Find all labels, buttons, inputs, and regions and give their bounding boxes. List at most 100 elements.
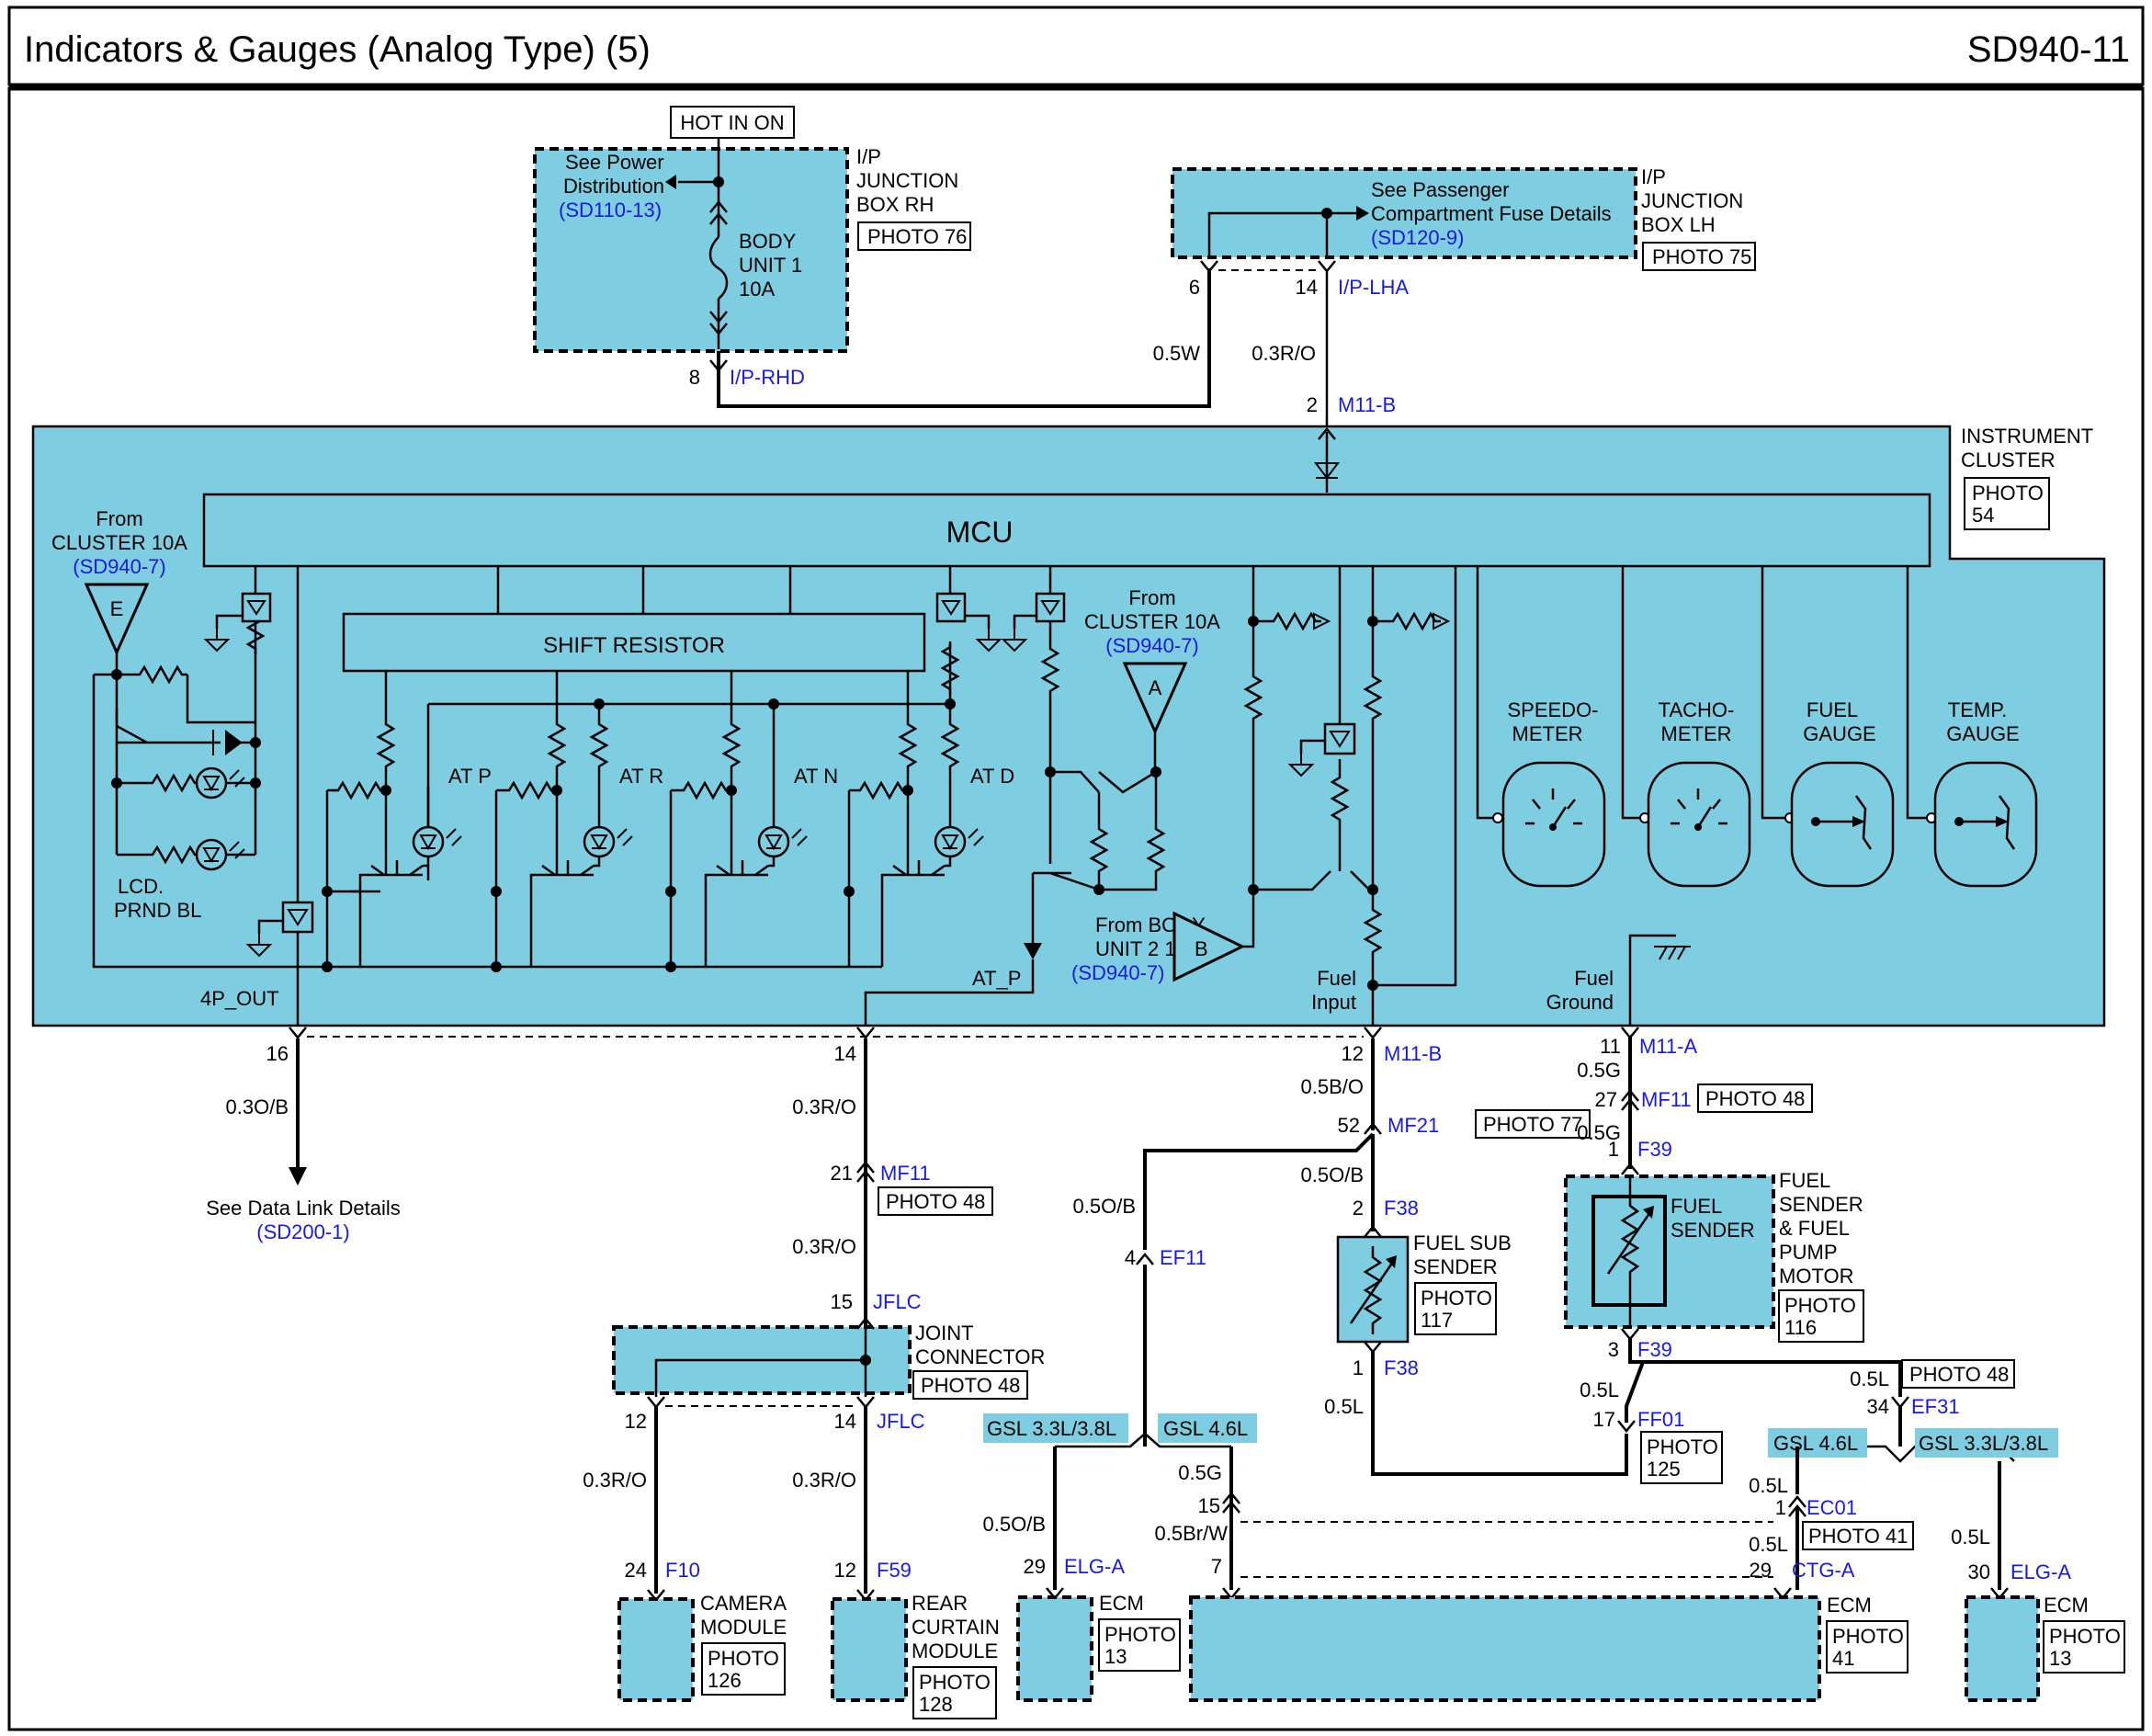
camera-module-box [617, 1597, 695, 1702]
fsp-5: MOTOR [1779, 1265, 1853, 1288]
conn-elg-a: ELG-A [1064, 1555, 1125, 1578]
joint-connector: JOINT CONNECTOR PHOTO 48 [612, 1317, 1045, 1400]
temp-gauge-label-1: TEMP. [1948, 698, 2007, 721]
rear-curtain-photo-1: PHOTO [919, 1671, 991, 1694]
camera-photo-2: 126 [708, 1669, 742, 1692]
conn-ctg-a: CTG-A [1792, 1559, 1855, 1582]
ip-junction-box-lh: See Passenger Compartment Fuse Details (… [1171, 165, 1756, 271]
cluster-name-2: CLUSTER [1961, 448, 2056, 471]
conn-jflc: JFLC [873, 1290, 922, 1313]
shift-resistor-label: SHIFT RESISTOR [543, 633, 725, 658]
wire-label-05l-c: 0.5L [1850, 1367, 1889, 1390]
conn-f59: F59 [877, 1559, 912, 1582]
fuel-sub-sender-2: SENDER [1413, 1255, 1498, 1278]
at-d-circuit: AT D [847, 566, 1014, 967]
hot-in-on-tag [670, 106, 795, 139]
conn-jflc-2: JFLC [877, 1410, 925, 1433]
wire-label-05w: 0.5W [1153, 342, 1201, 365]
fuel-input-2: Input [1311, 991, 1356, 1014]
speedometer-label-2: METER [1512, 722, 1583, 745]
at-r-circuit: AT R [494, 671, 774, 967]
ecm-a-photo-1: PHOTO [1104, 1623, 1176, 1646]
conn-ip-lha: I/P-LHA [1338, 276, 1409, 299]
speedometer-label-1: SPEEDO- [1507, 698, 1598, 721]
rear-curtain-photo-2: 128 [919, 1693, 953, 1716]
fsp-2: SENDER [1779, 1193, 1863, 1216]
fuel-sub-sender-photo-1: PHOTO [1421, 1287, 1492, 1310]
pin-14-bottom: 14 [834, 1042, 856, 1065]
ecm-a-label: ECM [1099, 1592, 1144, 1615]
pin-8: 8 [689, 366, 700, 389]
ecm-b-label: ECM [1827, 1594, 1872, 1617]
pin-16: 16 [266, 1042, 289, 1065]
pin-1-ec01: 1 [1775, 1496, 1786, 1519]
fuel-ground-1: Fuel [1574, 967, 1614, 990]
temp-gauge-label-2: GAUGE [1946, 722, 2019, 745]
at-n-label: AT N [794, 765, 838, 788]
at-p-out-label: AT_P [972, 967, 1021, 990]
pin-17: 17 [1593, 1408, 1615, 1431]
fuel-sender-1: FUEL [1671, 1195, 1722, 1218]
pcf-line1: See Passenger [1371, 178, 1509, 201]
fuel-ground-2: Ground [1546, 991, 1614, 1014]
ecm-c-photo-2: 13 [2049, 1647, 2071, 1670]
rear-curtain-1: REAR [912, 1592, 968, 1615]
ecm-a-box [1016, 1595, 1093, 1702]
wire-label-05ob-a: 0.5O/B [1301, 1163, 1364, 1186]
pcf-line2: Compartment Fuse Details [1371, 202, 1612, 225]
wire-label-05g-b: 0.5G [1577, 1059, 1621, 1082]
wire-label-05brw: 0.5Br/W [1155, 1522, 1229, 1545]
wire-label-05l-b: 0.5L [1580, 1379, 1619, 1401]
wire-label-05bo: 0.5B/O [1301, 1075, 1364, 1098]
pin-14-jc: 14 [834, 1410, 856, 1433]
mcu-label: MCU [946, 516, 1014, 549]
wire-label-05l-f: 0.5L [1951, 1526, 1990, 1549]
4p-out-label: 4P_OUT [200, 987, 279, 1010]
power-distribution-ref: (SD110-13) [559, 199, 662, 221]
tachometer-label-2: METER [1661, 722, 1732, 745]
fuse-label-1: BODY [739, 230, 797, 253]
rear-curtain-module-box [831, 1597, 908, 1702]
jb-lh-line2: JUNCTION [1641, 189, 1743, 212]
joint-connector-photo: PHOTO 48 [921, 1374, 1020, 1397]
gsl-33-a: GSL 3.3L/3.8L [987, 1417, 1116, 1440]
ecm-a-photo-2: 13 [1104, 1645, 1127, 1668]
fuel-input-1: Fuel [1317, 967, 1356, 990]
wire-label-05ob-c: 0.5O/B [983, 1513, 1046, 1536]
wire-label-03ro-a: 0.3R/O [792, 1095, 856, 1118]
page-title: Indicators & Gauges (Analog Type) (5) [24, 29, 651, 70]
camera-module-1: CAMERA [700, 1592, 787, 1615]
fuel-gauge-label-1: FUEL [1807, 698, 1858, 721]
fuel-sender-pump: FUEL SENDER FUEL SENDER & FUEL PUMP MOTO… [1564, 1169, 1864, 1343]
pin-2: 2 [1307, 393, 1318, 416]
wire-label-05l-a: 0.5L [1324, 1395, 1364, 1418]
wire-label-03ro-b: 0.3R/O [792, 1235, 856, 1258]
photo-77: PHOTO 77 [1483, 1113, 1582, 1136]
jb-rh-line3: BOX RH [856, 193, 934, 216]
fuse-label-2: UNIT 1 [739, 254, 802, 277]
jb-lh-line3: BOX LH [1641, 213, 1716, 236]
at-p-label: AT P [448, 765, 492, 788]
fuel-sub-sender: FUEL SUB SENDER PHOTO 117 [1336, 1231, 1512, 1344]
mcu-block [202, 493, 1931, 568]
conn-f38: F38 [1384, 1197, 1419, 1220]
gsl-46-tag-a [1158, 1413, 1257, 1443]
gsl-33-b: GSL 3.3L/3.8L [1919, 1432, 2048, 1455]
temp-gauge-icon [1933, 761, 2038, 888]
lcd-label-2: PRND BL [114, 899, 201, 922]
triangle-b-label: B [1195, 937, 1208, 960]
conn-mf11-b: MF11 [1641, 1088, 1692, 1111]
conn-f38-b: F38 [1384, 1356, 1419, 1379]
pin-30: 30 [1968, 1560, 1990, 1583]
conn-m11a: M11-A [1639, 1035, 1697, 1058]
pin-24: 24 [625, 1559, 647, 1582]
pin-27: 27 [1595, 1088, 1617, 1111]
cluster-photo-1: PHOTO [1972, 482, 2044, 505]
conn-mf21: MF21 [1387, 1114, 1439, 1137]
wire-05w [717, 268, 1211, 408]
wire-label-03ro-top: 0.3R/O [1252, 342, 1316, 365]
fsp-3: & FUEL [1779, 1217, 1850, 1240]
cluster-photo-2: 54 [1972, 504, 1994, 527]
triangle-e-label: E [110, 597, 124, 620]
conn-m11b-bottom: M11-B [1384, 1042, 1442, 1065]
